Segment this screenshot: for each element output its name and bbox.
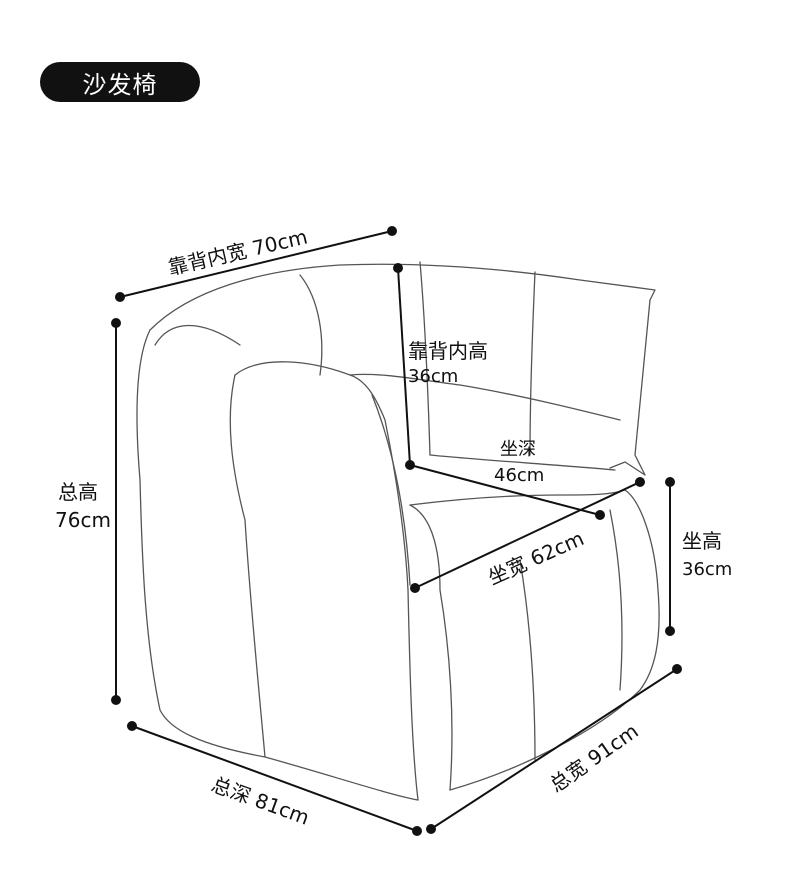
title-badge: 沙发椅 [40,62,200,102]
dim-dot [665,626,675,636]
seat-front-seam [519,559,536,761]
back-seam-2 [419,261,431,456]
dim-dot [127,721,137,731]
total-depth-line [131,725,418,832]
backrest-width-line [119,230,393,298]
dim-dot [111,695,121,705]
dim-dot [410,583,420,593]
dim-dot [393,263,403,273]
dim-dot [111,318,121,328]
dim-dot [115,292,125,302]
seat-front [409,504,453,791]
seat-depth-value: 46cm [494,465,544,486]
left-arm-side [371,394,411,586]
total-height-value: 76cm [55,508,111,532]
left-arm-inner [349,373,621,421]
dim-dot [595,510,605,520]
seat-depth-label: 坐深 [500,439,536,460]
dimension-labels: 靠背内宽 70cm 靠背内高 36cm 坐深 46cm 坐宽 62cm 总高 7… [55,224,732,829]
seat-width-line [414,481,641,589]
dim-dot [665,477,675,487]
dim-dot [412,826,422,836]
left-arm-face [229,374,266,758]
backrest-height-value: 36cm [408,366,458,387]
total-depth-label: 总深 81cm [208,772,312,830]
left-outer-shell [136,329,419,801]
right-arm-seam [609,509,623,691]
backrest-height-label: 靠背内高 [408,339,488,363]
back-seam-3 [529,271,536,456]
back-seam-1 [299,274,323,376]
total-width-label: 总宽 91cm [545,719,643,797]
dim-dot [635,477,645,487]
total-height-label: 总高 [58,480,98,504]
backrest-right-edge [609,299,651,476]
dimension-lines [111,226,682,836]
seat-top [409,489,626,506]
seat-height-label: 坐高 [682,529,722,553]
seat-back-line [429,454,616,471]
seat-depth-line [409,464,601,516]
backrest-height-line [397,267,411,466]
dim-dot [426,824,436,834]
dim-dot [672,664,682,674]
backrest-top-edge [149,263,656,331]
seat-height-value: 36cm [682,559,732,580]
backrest-width-label: 靠背内宽 70cm [166,224,310,279]
dim-dot [387,226,397,236]
right-arm-front [449,489,660,791]
chair-outline [136,261,660,801]
total-width-line [430,668,678,830]
left-inner-shell [154,324,241,346]
page-title: 沙发椅 [82,70,158,99]
seat-width-label: 坐宽 62cm [484,526,587,590]
